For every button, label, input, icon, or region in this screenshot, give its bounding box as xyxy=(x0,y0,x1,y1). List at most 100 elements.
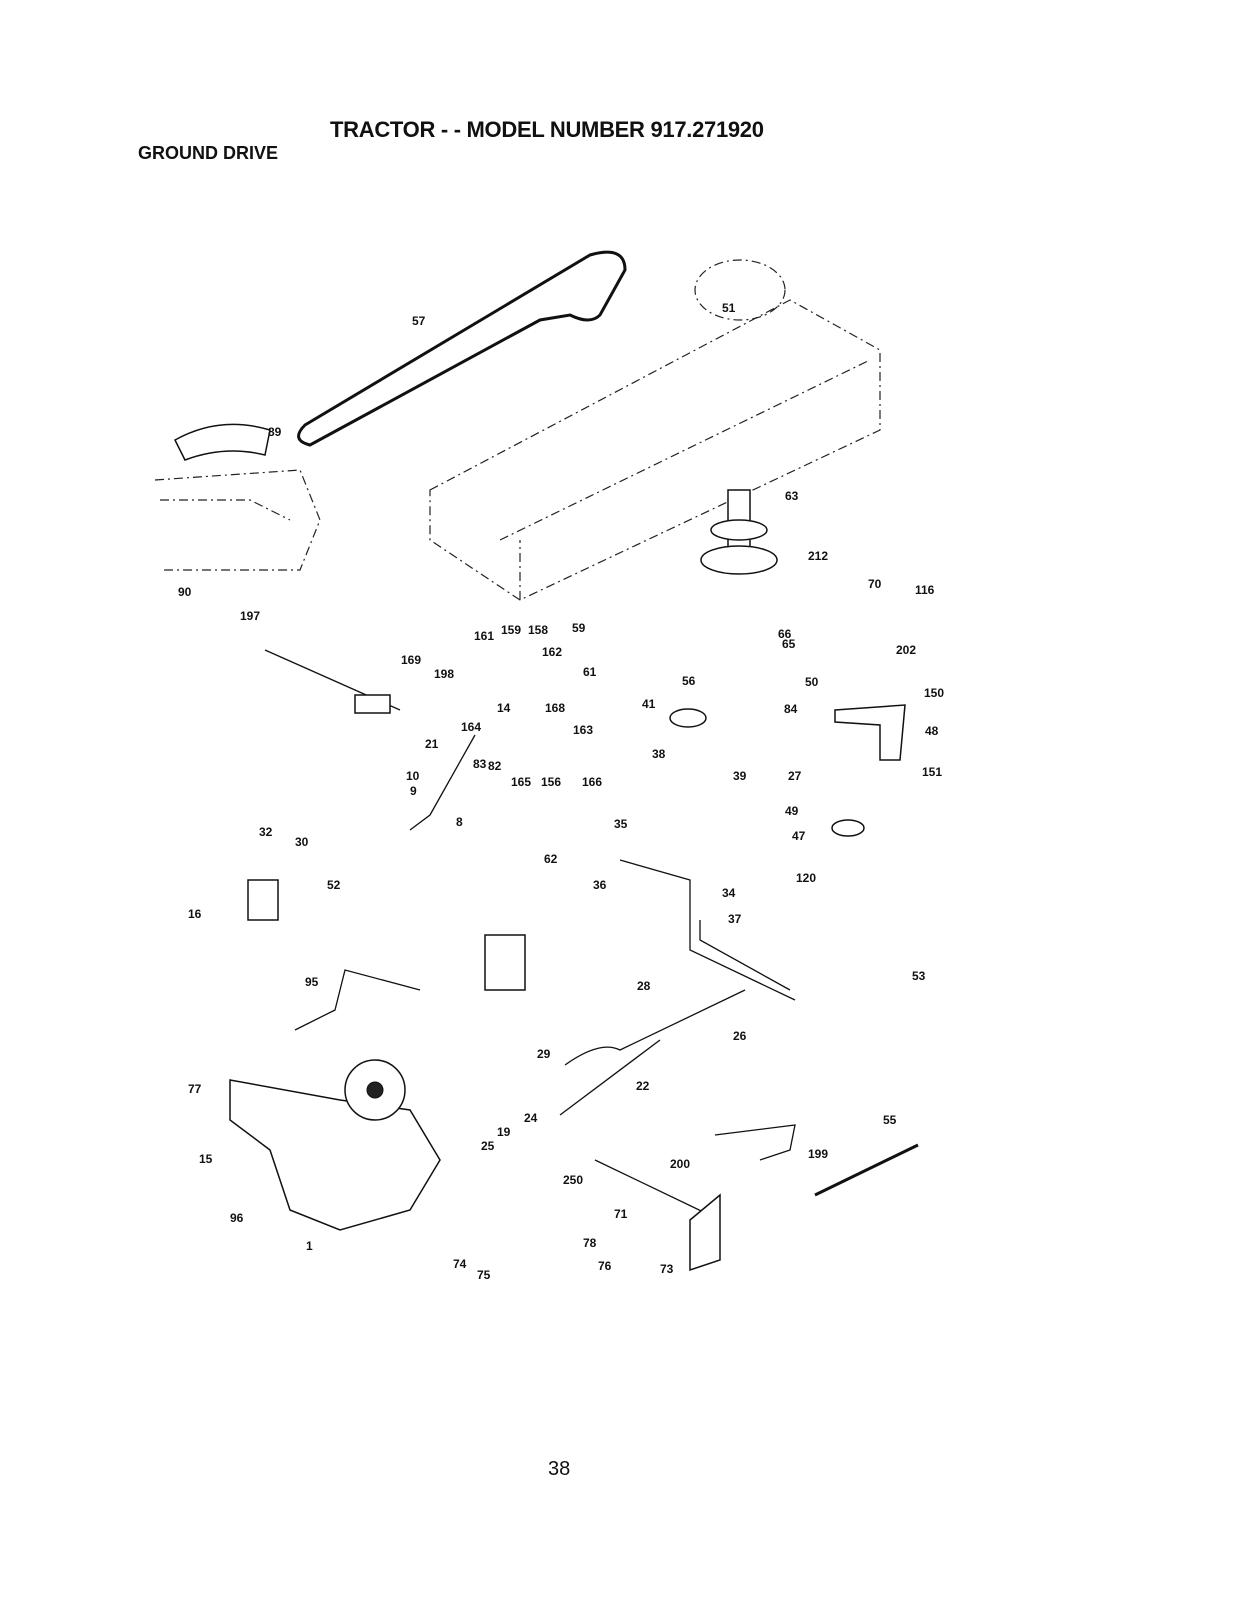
callout-36: 36 xyxy=(593,878,607,892)
idler-pulley-2 xyxy=(831,819,865,837)
callout-197: 197 xyxy=(240,609,260,623)
callout-198: 198 xyxy=(434,667,454,681)
callout-37: 37 xyxy=(728,912,742,926)
callout-39: 39 xyxy=(733,769,747,783)
callout-75: 75 xyxy=(477,1268,491,1282)
callout-199: 199 xyxy=(808,1147,828,1161)
callout-165: 165 xyxy=(511,775,531,789)
callout-168: 168 xyxy=(545,701,565,715)
callout-164: 164 xyxy=(461,720,481,734)
callout-71: 71 xyxy=(614,1207,628,1221)
section-title: GROUND DRIVE xyxy=(138,143,279,163)
callout-27: 27 xyxy=(788,769,802,783)
callout-19: 19 xyxy=(497,1125,511,1139)
callout-74: 74 xyxy=(453,1257,467,1271)
callout-9: 9 xyxy=(410,784,417,798)
callout-51: 51 xyxy=(722,301,736,315)
callout-89: 89 xyxy=(268,425,282,439)
callout-70: 70 xyxy=(868,577,882,591)
callout-166: 166 xyxy=(582,775,602,789)
callout-26: 26 xyxy=(733,1029,747,1043)
callout-49: 49 xyxy=(785,804,799,818)
callout-53: 53 xyxy=(912,969,926,983)
callout-25: 25 xyxy=(481,1139,495,1153)
callout-8: 8 xyxy=(456,815,463,829)
callout-84: 84 xyxy=(784,702,798,716)
idler-bracket xyxy=(834,704,906,761)
callout-22: 22 xyxy=(636,1079,650,1093)
page-title: TRACTOR - - MODEL NUMBER 917.271920 xyxy=(330,117,764,142)
callout-32: 32 xyxy=(259,825,273,839)
clutch-rod-2 xyxy=(699,920,791,991)
callout-158: 158 xyxy=(528,623,548,637)
pivot-bracket xyxy=(354,694,391,714)
callout-77: 77 xyxy=(188,1082,202,1096)
callout-28: 28 xyxy=(637,979,651,993)
page-number: 38 xyxy=(548,1458,571,1480)
callout-82: 82 xyxy=(488,759,502,773)
callout-200: 200 xyxy=(670,1157,690,1171)
callout-65: 65 xyxy=(782,637,796,651)
callout-57: 57 xyxy=(412,314,426,328)
callout-96: 96 xyxy=(230,1211,244,1225)
callout-14: 14 xyxy=(497,701,511,715)
callout-76: 76 xyxy=(598,1259,612,1273)
callout-41: 41 xyxy=(642,697,656,711)
callout-47: 47 xyxy=(792,829,806,843)
brake-link xyxy=(559,1039,661,1116)
callout-59: 59 xyxy=(572,621,586,635)
callout-56: 56 xyxy=(682,674,696,688)
callout-15: 15 xyxy=(199,1152,213,1166)
callout-202: 202 xyxy=(896,643,916,657)
callout-150: 150 xyxy=(924,686,944,700)
callout-48: 48 xyxy=(925,724,939,738)
idler-pulley xyxy=(669,708,707,728)
callout-156: 156 xyxy=(541,775,561,789)
callout-55: 55 xyxy=(883,1113,897,1127)
callout-159: 159 xyxy=(501,623,521,637)
callout-63: 63 xyxy=(785,489,799,503)
callout-10: 10 xyxy=(406,769,420,783)
shift-lever xyxy=(409,734,476,831)
engine-pulley xyxy=(700,489,778,575)
transaxle xyxy=(229,1059,441,1231)
callout-35: 35 xyxy=(614,817,628,831)
callout-62: 62 xyxy=(544,852,558,866)
callout-151: 151 xyxy=(922,765,942,779)
callout-250: 250 xyxy=(563,1173,583,1187)
clutch-rod xyxy=(619,859,796,1001)
callout-16: 16 xyxy=(188,907,202,921)
callout-34: 34 xyxy=(722,886,736,900)
drive-belt xyxy=(297,250,627,447)
brake-rod xyxy=(564,989,746,1066)
callout-38: 38 xyxy=(652,747,666,761)
callout-161: 161 xyxy=(474,629,494,643)
callout-24: 24 xyxy=(524,1111,538,1125)
callout-95: 95 xyxy=(305,975,319,989)
bracket xyxy=(484,934,526,991)
shift-rod xyxy=(294,969,421,1031)
callout-50: 50 xyxy=(805,675,819,689)
callout-30: 30 xyxy=(295,835,309,849)
callout-162: 162 xyxy=(542,645,562,659)
bracket-2 xyxy=(247,879,279,921)
callout-52: 52 xyxy=(327,878,341,892)
fender-part xyxy=(174,423,271,461)
callout-116: 116 xyxy=(915,583,935,597)
spring xyxy=(814,1143,919,1197)
cross-shaft xyxy=(594,1159,721,1221)
callout-66: 66 xyxy=(778,627,792,641)
callout-120: 120 xyxy=(796,871,816,885)
callout-169: 169 xyxy=(401,653,421,667)
callout-90: 90 xyxy=(178,585,192,599)
callout-61: 61 xyxy=(583,665,597,679)
callout-21: 21 xyxy=(425,737,439,751)
callout-1: 1 xyxy=(306,1239,313,1253)
callout-212: 212 xyxy=(808,549,828,563)
callout-73: 73 xyxy=(660,1262,674,1276)
brake-bracket xyxy=(689,1193,721,1272)
tractor-frame xyxy=(154,259,881,601)
callout-83: 83 xyxy=(473,757,487,771)
